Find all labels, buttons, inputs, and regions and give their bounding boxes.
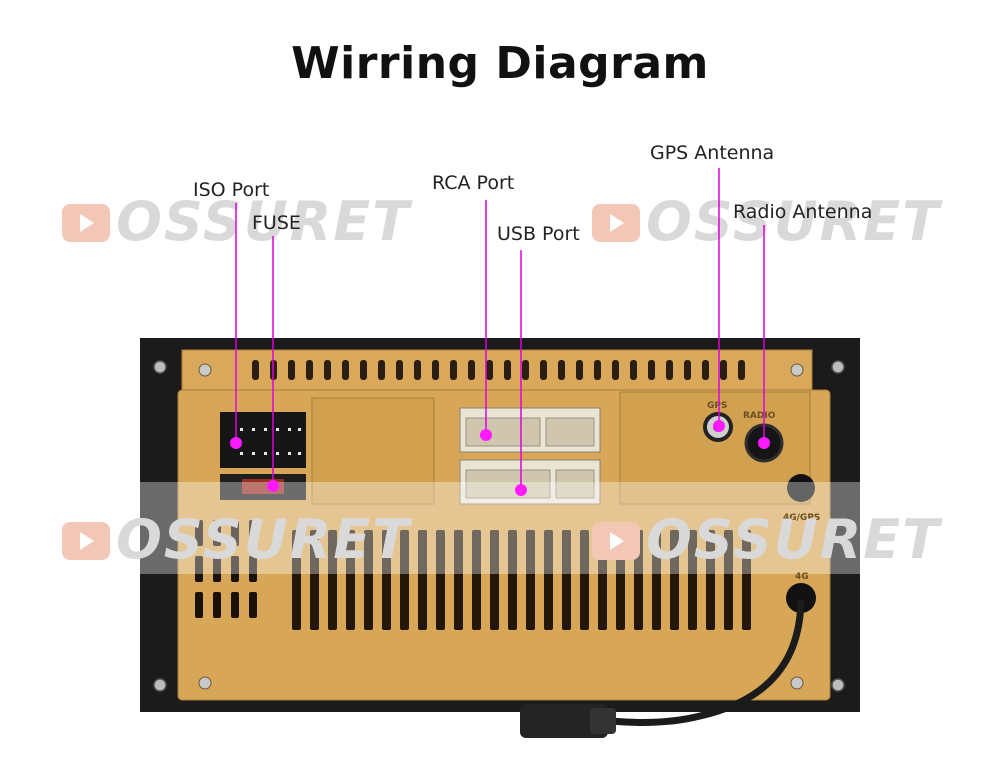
- watermark-logo: OSSURET: [592, 190, 941, 253]
- radio-antenna-label: Radio Antenna: [733, 201, 873, 223]
- mounting-screws: [153, 360, 845, 692]
- fuse-label: FUSE: [252, 212, 301, 234]
- 4g-marking: 4G: [795, 572, 809, 582]
- watermark-play-icon: [592, 522, 640, 560]
- watermark-band: [138, 482, 862, 574]
- callout-lines: [235, 168, 765, 488]
- callout-dots: [230, 420, 770, 496]
- lower-vents: [195, 520, 257, 618]
- lower-vent-slots: [292, 530, 751, 630]
- inner-plate: [311, 397, 435, 505]
- watermark-logo: OSSURET: [62, 190, 411, 253]
- 4g-cable: [599, 599, 805, 726]
- iso-port-label: ISO Port: [193, 179, 270, 201]
- gps-antenna-label: GPS Antenna: [650, 142, 775, 164]
- 4g-hole: [786, 583, 816, 613]
- watermark-play-icon: [62, 522, 110, 560]
- watermark-play-icon: [62, 204, 110, 242]
- watermark-logo: OSSURET: [592, 508, 941, 571]
- watermark-logo: OSSURET: [62, 508, 411, 571]
- radio-marking: RADIO: [743, 411, 776, 421]
- 4g-gps-hole: [787, 474, 815, 502]
- cable-plug: [520, 704, 608, 738]
- watermark-play-icon: [592, 204, 640, 242]
- usb-port-label: USB Port: [497, 223, 580, 245]
- 4g-gps-marking: 4G/GPS: [783, 513, 820, 523]
- diagram-title: Wirring Diagram: [291, 38, 709, 89]
- iso-port-pins: [240, 428, 301, 455]
- top-vents: [252, 360, 745, 380]
- gps-marking: GPS: [707, 401, 727, 411]
- rca-port-label: RCA Port: [432, 172, 515, 194]
- housing-screws: [198, 363, 804, 690]
